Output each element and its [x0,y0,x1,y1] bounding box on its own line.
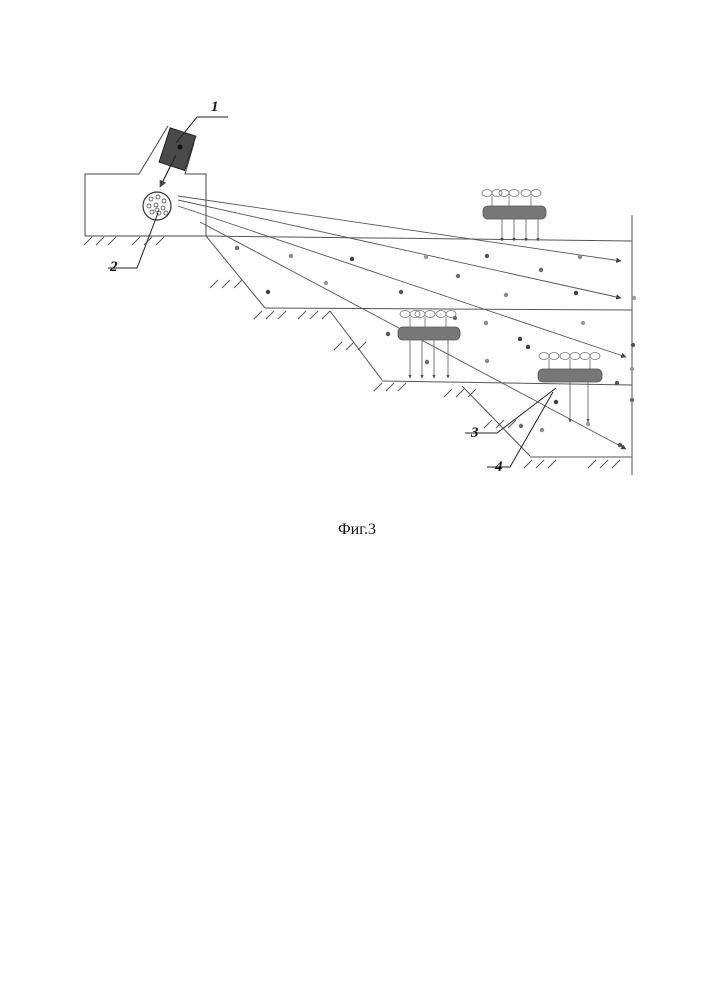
plant-block [482,190,546,242]
ground-hatch-mark [548,460,556,468]
particle-dot [554,400,558,404]
ground-hatch-mark [588,460,596,468]
ground-hatch-mark [444,389,452,397]
label-4: 4 [494,459,503,475]
particle-dot [578,255,582,259]
ground-hatch-mark [612,460,620,468]
particle-dot [518,337,522,341]
label-2: 2 [109,259,118,275]
ground-hatch-mark [484,420,492,428]
particle-dot [540,428,544,432]
particle-dot [581,321,585,325]
sprout-icon [580,353,600,370]
soil-block [398,327,460,340]
label-1: 1 [211,99,219,115]
ground-hatch-mark [358,342,366,350]
particle-dot [484,321,488,325]
particle-dot [631,343,635,347]
particle-dot [615,381,619,385]
particle-dot [504,293,508,297]
ground-hatch-mark [398,383,406,391]
figure-caption: Фиг.3 [0,521,714,539]
ground-hatch-mark [96,237,104,245]
particle-dot [618,443,622,447]
particle-dot [526,345,530,349]
terrain-lines [206,215,632,475]
particle-dot [266,290,270,294]
ground-hatch-mark [386,383,394,391]
particle-dot [399,290,403,294]
particle-dot [632,296,636,300]
plant-block [538,353,602,423]
ground-hatch-mark [266,311,274,319]
sprout-icon [560,353,580,370]
particle-dot [350,257,354,261]
ground-hatch-mark [234,280,242,288]
sprout-icon [400,311,420,328]
particle-dot [324,281,328,285]
ground-hatch-mark [310,311,318,319]
label-3: 3 [470,425,479,441]
particle-dot [235,246,239,250]
sprout-icon [415,311,435,328]
ground-hatch-mark [496,420,504,428]
particle-dot [539,268,543,272]
ground-hatch-mark [600,460,608,468]
ground-hatch-mark [254,311,262,319]
ground-hatch-mark [346,342,354,350]
ground-hatch-mark [84,237,92,245]
ground-hatch-mark [156,237,164,245]
ground-hatch-mark [108,237,116,245]
soil-block [538,369,602,382]
particle-dot [574,291,578,295]
ground-hatch-mark [322,311,330,319]
particle-dot [424,255,428,259]
emitter-block-icon [159,128,196,187]
particle-dot [485,254,489,258]
particle-dot [630,367,634,371]
ground-hatch-mark [298,311,306,319]
particle-dot [519,424,523,428]
ground-hatch-mark [278,311,286,319]
sprout-icon [521,190,541,207]
ground-hatch-mark [210,280,218,288]
ground-hatch-mark [334,342,342,350]
particle-dots [235,246,636,447]
plant-blocks [398,190,602,423]
particle-dot [456,274,460,278]
trajectory-arrows [178,196,626,449]
soil-block [483,206,546,219]
particle-dot [289,254,293,258]
ground-hatch-mark [536,460,544,468]
ground-hatch-mark [222,280,230,288]
ground-hatch-mark [132,237,140,245]
particle-dot [425,360,429,364]
ground-hatch-mark [524,460,532,468]
ground-hatch-mark [374,383,382,391]
particle-dot [586,422,590,426]
particle-dot [630,398,634,402]
sprout-icon [539,353,559,370]
particle-dot [386,332,390,336]
ground-hatch-mark [456,389,464,397]
particle-dot [485,359,489,363]
